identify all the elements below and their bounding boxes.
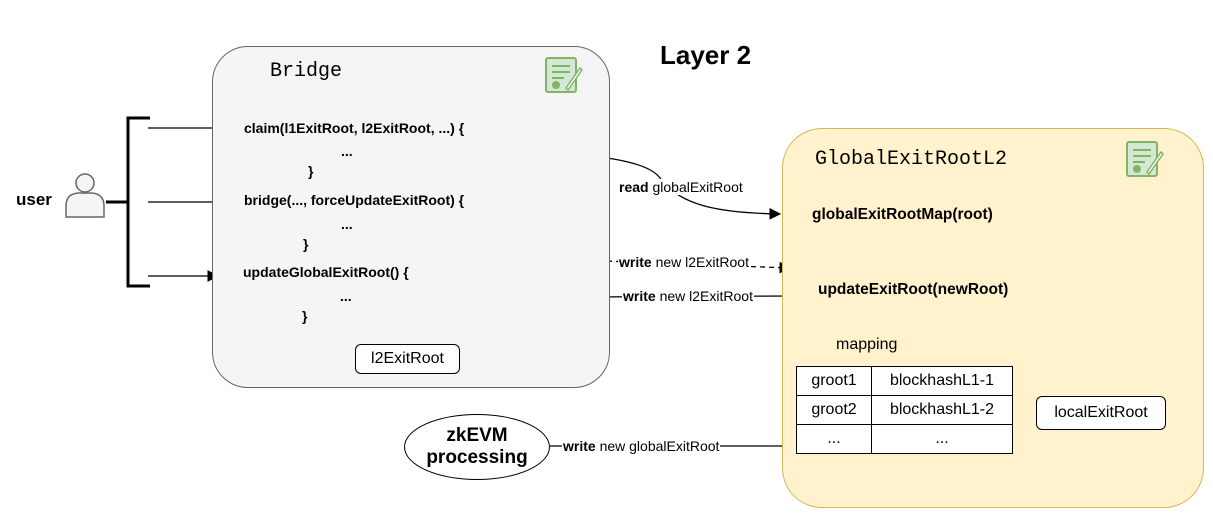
user-bracket (126, 116, 150, 288)
contract-icon (545, 57, 583, 93)
table-cell: ... (871, 424, 1013, 454)
l2-exit-root-storage: l2ExitRoot (355, 344, 460, 374)
bridge-signature: bridge(..., forceUpdateExitRoot) { (244, 192, 465, 208)
table-cell: blockhashL1-2 (871, 395, 1013, 425)
write-object: new l2ExitRoot (659, 288, 753, 304)
table-cell: groot1 (796, 366, 872, 396)
user-label: user (16, 190, 52, 209)
read-verb: read (619, 179, 649, 195)
table-row: groot2 blockhashL1-2 (796, 395, 1013, 425)
update-body: ... (340, 288, 352, 304)
zkevm-processing-node: zkEVM processing (404, 414, 550, 480)
write-solid-label: write new l2ExitRoot (622, 288, 754, 304)
update-signature: updateGlobalExitRoot() { (243, 264, 409, 280)
table-row: groot1 blockhashL1-1 (796, 366, 1013, 396)
bridge-close: } (303, 236, 309, 252)
table-cell: ... (796, 424, 872, 454)
table-cell: blockhashL1-1 (871, 366, 1013, 396)
processing-label: processing (426, 447, 528, 468)
read-arrow-label: read globalExitRoot (618, 179, 744, 195)
table-row: ... ... (796, 424, 1013, 454)
layer-title: Layer 2 (660, 40, 752, 70)
mapping-table: groot1 blockhashL1-1 groot2 blockhashL1-… (796, 366, 1013, 454)
claim-body: ... (341, 143, 353, 159)
local-exit-root-storage: localExitRoot (1036, 396, 1166, 430)
claim-close: } (308, 163, 314, 179)
write-verb: write (563, 438, 596, 454)
write-object: new l2ExitRoot (655, 254, 749, 270)
update-exit-root-fn: updateExitRoot(newRoot) (818, 281, 1009, 298)
contract-icon (1126, 141, 1164, 177)
update-close: } (302, 308, 308, 324)
bridge-title: Bridge (270, 60, 343, 83)
write-verb: write (623, 288, 656, 304)
claim-signature: claim(l1ExitRoot, l2ExitRoot, ...) { (244, 120, 465, 136)
write-verb: write (619, 254, 652, 270)
user-icon (65, 173, 105, 218)
mapping-label: mapping (836, 336, 898, 353)
read-object: globalExitRoot (652, 179, 743, 195)
bridge-contract-box (212, 46, 610, 388)
zkevm-label: zkEVM (446, 425, 508, 446)
bridge-body: ... (341, 216, 353, 232)
write-object: new globalExitRoot (599, 438, 720, 454)
global-exit-root-map-fn: globalExitRootMap(root) (812, 206, 993, 223)
table-cell: groot2 (796, 395, 872, 425)
write-global-label: write new globalExitRoot (562, 438, 721, 454)
global-exit-root-title: GlobalExitRootL2 (815, 148, 1008, 171)
write-dashed-label: write new l2ExitRoot (618, 254, 750, 270)
